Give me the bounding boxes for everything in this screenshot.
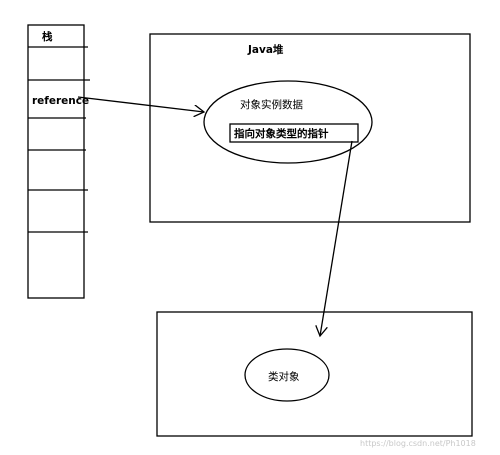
stack-column: 栈 reference [27, 24, 90, 299]
reference-to-object-arrow [77, 96, 204, 112]
method-area-outline [156, 311, 473, 437]
pointer-to-class-arrow [320, 140, 353, 336]
stack-title: 栈 [42, 30, 53, 43]
heap-outline [149, 33, 471, 223]
method-area: 类对象 [156, 311, 473, 437]
reference-label: reference [32, 95, 89, 107]
watermark: https://blog.csdn.net/Ph1018 [360, 439, 476, 448]
stack-outline [27, 24, 85, 299]
type-pointer-label: 指向对象类型的指针 [234, 127, 329, 140]
object-ellipse [203, 80, 373, 164]
java-heap: Java堆 对象实例数据 指向对象类型的指针 [149, 33, 471, 223]
type-pointer-box [229, 123, 359, 143]
class-object-ellipse [244, 348, 330, 402]
class-object-label: 类对象 [268, 370, 300, 383]
object-instance-label: 对象实例数据 [240, 98, 303, 111]
heap-title: Java堆 [247, 43, 284, 56]
